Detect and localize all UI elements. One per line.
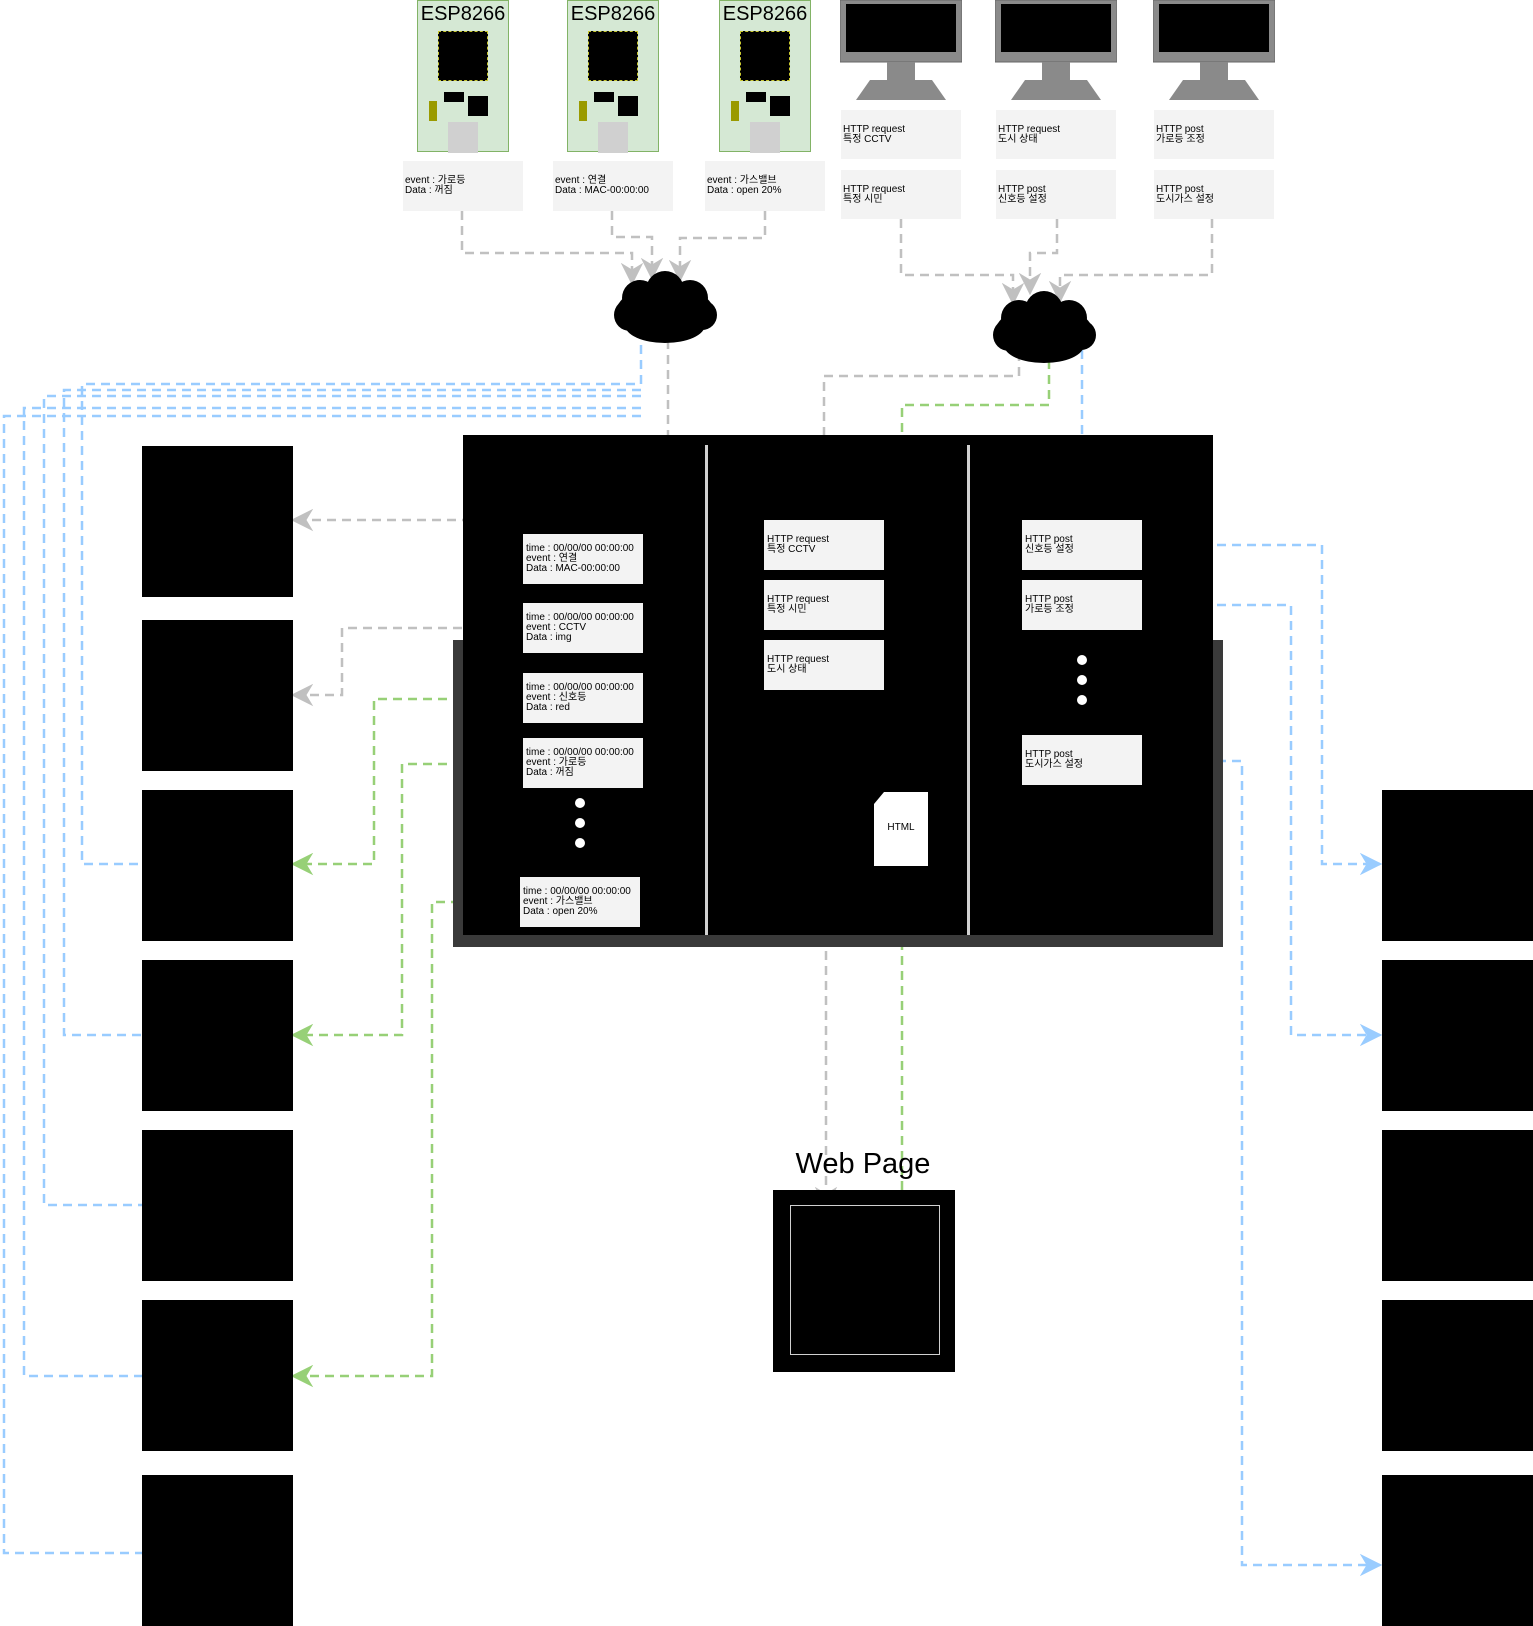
left-box [142, 446, 293, 597]
server-divider [967, 445, 970, 935]
blue-left-line-4 [22, 406, 641, 1378]
ellipsis-dot [575, 798, 585, 808]
client-to-cloud-line-2 [1018, 219, 1059, 296]
usb-port-icon [598, 122, 628, 153]
right-box [1382, 1300, 1533, 1451]
ellipsis-dot [575, 838, 585, 848]
esp8266-label: ESP8266 [722, 3, 808, 25]
ellipsis-dot [575, 818, 585, 828]
monitor-icon [840, 0, 962, 100]
blue-left-line-3 [42, 394, 641, 1207]
gas-event-line [290, 900, 520, 1388]
client-to-cloud-line-1 [899, 219, 1025, 306]
post-right-line-2 [1142, 603, 1383, 1047]
left-box [142, 620, 293, 771]
cctv-event-line [290, 626, 522, 707]
esp-to-cloud-line-2 [610, 211, 664, 281]
esp8266-device-3: ESP8266 [719, 0, 811, 153]
right-box [1382, 960, 1533, 1111]
esp-to-cloud-line-1 [460, 211, 644, 286]
esp8266-device-2: ESP8266 [567, 0, 659, 153]
post-right-line-1 [1142, 543, 1383, 876]
cloud-to-event-line [572, 340, 670, 531]
chip-icon [438, 31, 488, 81]
html-to-cloud-line [900, 329, 1061, 792]
ellipsis-dot [1077, 675, 1087, 685]
usb-port-icon [448, 122, 478, 153]
esp8266-label: ESP8266 [420, 3, 506, 25]
left-box [142, 1130, 293, 1281]
web-page-viewport [790, 1205, 940, 1355]
left-box [142, 960, 293, 1111]
right-box [1382, 1130, 1533, 1281]
html-label: HTML [887, 822, 915, 833]
web-page [773, 1190, 955, 1372]
blue-left-line-5 [2, 414, 641, 1555]
ellipsis-dot [1077, 695, 1087, 705]
chip-icon [740, 31, 790, 81]
monitor-icon [1153, 0, 1275, 100]
esp8266-label: ESP8266 [570, 3, 656, 25]
usb-port-icon [750, 122, 780, 153]
client-to-cloud-line-3 [1048, 219, 1214, 304]
left-box [142, 1475, 293, 1626]
cloud-icon [614, 271, 717, 343]
ellipsis-dot [1077, 655, 1087, 665]
esp8266-device-1: ESP8266 [417, 0, 509, 153]
monitor-icon [995, 0, 1117, 100]
html-document-icon [874, 792, 928, 866]
left-box [142, 790, 293, 941]
blue-left-line-2 [62, 388, 641, 1037]
chip-icon [588, 31, 638, 81]
web-page-title: Web Page [795, 1148, 931, 1180]
left-box [142, 1300, 293, 1451]
signal-event-line [290, 697, 522, 876]
cloud-icon [993, 291, 1096, 363]
right-box [1382, 790, 1533, 941]
right-box [1382, 1475, 1533, 1626]
server-divider [705, 445, 708, 935]
blue-left-line-1 [80, 330, 643, 866]
